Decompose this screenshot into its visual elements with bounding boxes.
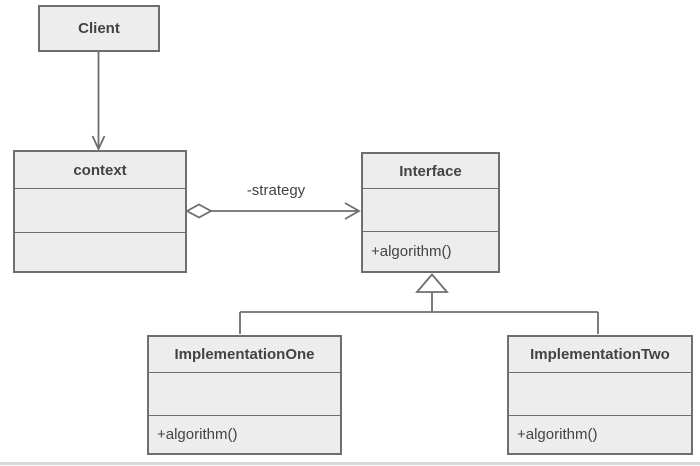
method-label: +algorithm(): [157, 426, 238, 443]
methods-compartment: [15, 232, 185, 271]
attributes-compartment: [149, 372, 340, 415]
open-arrowhead-icon: [344, 202, 361, 220]
class-title: context: [73, 161, 127, 179]
method-label: +algorithm(): [371, 243, 452, 260]
attributes-compartment: [15, 188, 185, 232]
method-label: +algorithm(): [517, 426, 598, 443]
class-title: Client: [78, 20, 120, 37]
class-box-implementation-one: ImplementationOne +algorithm(): [147, 335, 342, 455]
attributes-compartment: [509, 372, 691, 415]
open-arrowhead-icon: [91, 135, 106, 152]
attributes-compartment: [363, 188, 498, 231]
class-title: ImplementationOne: [174, 346, 315, 363]
class-box-context: context: [13, 150, 187, 273]
methods-compartment: +algorithm(): [149, 415, 340, 453]
aggregation-context-interface: [185, 202, 361, 220]
class-box-client: Client: [38, 5, 160, 52]
association-label-strategy: -strategy: [246, 182, 306, 199]
class-box-implementation-two: ImplementationTwo +algorithm(): [507, 335, 693, 455]
generalization-triangle-icon: [415, 273, 449, 293]
aggregation-diamond-icon: [185, 203, 213, 219]
class-title: ImplementationTwo: [530, 346, 670, 363]
generalization-implementations-interface: [239, 273, 599, 334]
class-title: Interface: [399, 162, 462, 180]
screenshot-bottom-edge: [0, 462, 700, 465]
class-box-interface: Interface +algorithm(): [361, 152, 500, 273]
methods-compartment: +algorithm(): [509, 415, 691, 453]
association-client-context: [91, 52, 106, 152]
methods-compartment: +algorithm(): [363, 231, 498, 271]
